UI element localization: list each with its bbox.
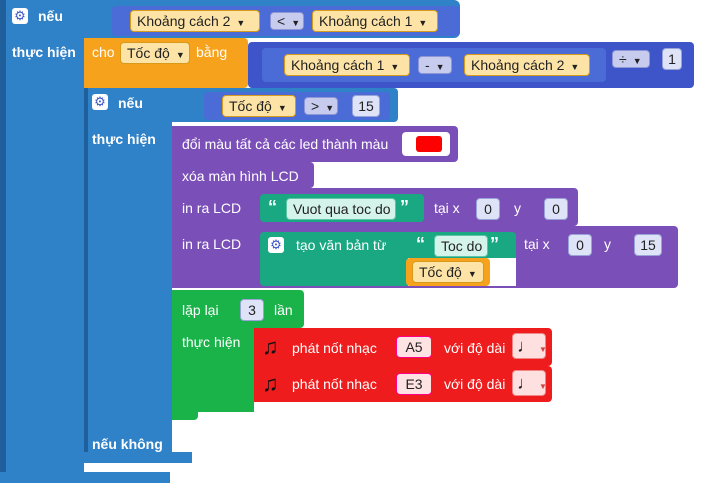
chevron-down-icon: ▼ <box>325 103 335 113</box>
print-lcd-label: in ra LCD <box>182 200 242 216</box>
variable-name: Tốc độ <box>419 264 462 280</box>
chevron-down-icon: ▼ <box>467 269 477 279</box>
variable-dropdown[interactable]: Tốc độ ▼ <box>120 42 190 64</box>
duration-label: với độ dài <box>444 376 506 392</box>
if-label: nếu <box>38 8 63 24</box>
quarter-note-icon: ♩ <box>517 336 535 356</box>
chevron-down-icon: ▼ <box>539 345 547 354</box>
gear-icon[interactable]: ⚙ <box>12 8 28 24</box>
variable-name: Khoảng cách 2 <box>471 57 565 73</box>
do-label: thực hiện <box>12 44 76 60</box>
quote-open-icon: “ <box>268 197 277 217</box>
operator-symbol: - <box>425 57 430 73</box>
operator-symbol: < <box>277 13 286 29</box>
number-field[interactable]: 3 <box>240 299 264 321</box>
number-field[interactable]: 15 <box>634 234 662 256</box>
variable-dropdown[interactable]: Khoảng cách 2 ▼ <box>464 54 590 76</box>
join-label: tạo văn bản từ <box>296 237 387 253</box>
play-note-label: phát nốt nhạc <box>292 340 377 356</box>
do-label: thực hiện <box>92 131 156 147</box>
operator-symbol: ÷ <box>619 51 627 67</box>
note-field[interactable]: E3 <box>396 373 432 395</box>
set-label: cho <box>92 44 115 60</box>
music-note-icon: ♫ <box>262 334 279 359</box>
number-field[interactable]: 15 <box>352 95 380 117</box>
variable-dropdown[interactable]: Tốc độ ▼ <box>222 95 296 117</box>
variable-name: Khoảng cách 2 <box>137 13 231 29</box>
duration-dropdown[interactable]: ♩▼ <box>512 333 547 359</box>
operator-dropdown[interactable]: >▼ <box>304 97 338 115</box>
clear-lcd-block[interactable] <box>172 162 314 188</box>
times-label: lần <box>274 302 293 318</box>
number-field[interactable]: 1 <box>662 48 682 70</box>
at-x-label: tại x <box>524 236 550 252</box>
y-label: y <box>514 200 521 216</box>
chevron-down-icon: ▼ <box>570 62 580 72</box>
print-lcd-label: in ra LCD <box>182 236 242 252</box>
color-swatch[interactable] <box>402 132 450 156</box>
number-field[interactable]: 0 <box>476 198 500 220</box>
operator-symbol: > <box>311 98 320 114</box>
chevron-down-icon: ▼ <box>236 18 246 28</box>
operator-dropdown[interactable]: <▼ <box>270 12 304 30</box>
chevron-down-icon: ▼ <box>435 62 445 72</box>
if-label: nếu <box>118 95 143 111</box>
text-field[interactable]: Vuot qua toc do <box>286 198 396 220</box>
variable-name: Tốc độ <box>127 45 170 61</box>
at-x-label: tại x <box>434 200 460 216</box>
duration-dropdown[interactable]: ♩▼ <box>512 370 547 396</box>
led-label: đổi màu tất cả các led thành màu <box>182 136 389 152</box>
variable-dropdown[interactable]: Tốc độ ▼ <box>412 261 484 283</box>
gear-icon[interactable]: ⚙ <box>92 94 108 110</box>
chevron-down-icon: ▼ <box>632 56 642 66</box>
variable-dropdown[interactable]: Khoảng cách 1 ▼ <box>312 10 438 32</box>
clear-lcd-label: xóa màn hình LCD <box>182 168 299 184</box>
quote-close-icon: ” <box>400 197 409 217</box>
equals-label: bằng <box>196 44 228 60</box>
quote-close-icon: ” <box>490 234 499 254</box>
play-note-label: phát nốt nhạc <box>292 376 377 392</box>
chevron-down-icon: ▼ <box>175 50 185 60</box>
else-slot[interactable] <box>172 430 192 452</box>
chevron-down-icon: ▼ <box>539 382 547 391</box>
chevron-down-icon: ▼ <box>277 103 287 113</box>
variable-name: Tốc độ <box>229 98 272 114</box>
else-label: nếu không <box>92 436 163 452</box>
number-field[interactable]: 0 <box>568 234 592 256</box>
operator-dropdown[interactable]: -▼ <box>418 56 452 74</box>
gear-icon[interactable]: ⚙ <box>268 237 284 253</box>
variable-name: Khoảng cách 1 <box>319 13 413 29</box>
music-note-icon: ♫ <box>262 371 279 396</box>
variable-name: Khoảng cách 1 <box>291 57 385 73</box>
variable-dropdown[interactable]: Khoảng cách 2 ▼ <box>130 10 260 32</box>
quarter-note-icon: ♩ <box>517 373 535 393</box>
do-label: thực hiện <box>182 334 241 350</box>
number-field[interactable]: 0 <box>544 198 568 220</box>
chevron-down-icon: ▼ <box>390 62 400 72</box>
duration-label: với độ dài <box>444 340 506 356</box>
note-field[interactable]: A5 <box>396 336 432 358</box>
operator-dropdown[interactable]: ÷▼ <box>612 50 650 68</box>
repeat-label: lặp lại <box>182 302 219 318</box>
variable-dropdown[interactable]: Khoảng cách 1 ▼ <box>284 54 410 76</box>
text-field[interactable]: Toc do <box>434 235 488 257</box>
chevron-down-icon: ▼ <box>291 18 301 28</box>
quote-open-icon: “ <box>416 234 425 254</box>
y-label: y <box>604 236 611 252</box>
chevron-down-icon: ▼ <box>418 18 428 28</box>
